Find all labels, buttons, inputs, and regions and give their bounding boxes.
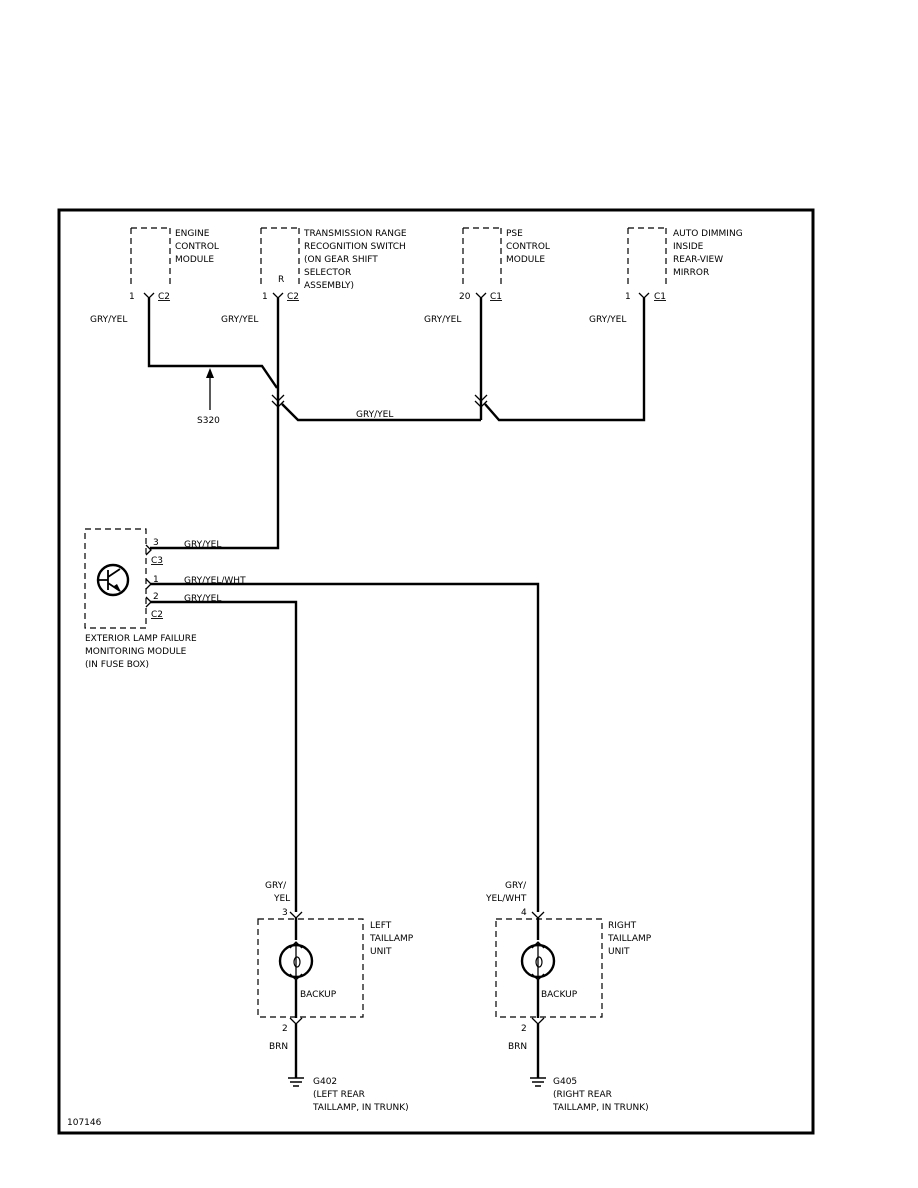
left-wire-top-line-2: YEL: [273, 894, 290, 904]
lamp-module-connector-c2: C2: [151, 610, 163, 620]
left-ground-line-1: (LEFT REAR: [313, 1090, 365, 1100]
trs-pin: 1: [262, 292, 268, 302]
left-wire-bottom: BRN: [269, 1042, 288, 1052]
right-unit-label-line-2: TAILLAMP: [607, 934, 652, 944]
ecm-connector: C2: [158, 292, 170, 302]
trs-label-line-1: TRANSMISSION RANGE: [303, 229, 407, 239]
right-pin-bottom: 2: [521, 1024, 527, 1034]
bus-wire-color: GRY/YEL: [356, 410, 393, 420]
lamp-module-pin-3: 3: [153, 538, 159, 548]
output-wiring: [150, 582, 540, 912]
right-unit-label-line-1: RIGHT: [608, 921, 637, 931]
transmission-range-switch: R TRANSMISSION RANGE RECOGNITION SWITCH …: [221, 227, 407, 325]
left-unit-label-line-2: TAILLAMP: [369, 934, 414, 944]
mirror-wire-color: GRY/YEL: [589, 315, 626, 325]
trs-wire-color: GRY/YEL: [221, 315, 258, 325]
right-taillamp-unit: GRY/ YEL/WHT 4 BACKUP RIGHT TAILLAMP UNI…: [485, 881, 652, 1113]
left-taillamp-unit: GRY/ YEL 3 BACKUP LEFT TAILLAMP UNIT 2 B…: [257, 881, 414, 1113]
left-ground-icon: [288, 1077, 304, 1087]
lamp-module-wire-1: GRY/YEL/WHT: [184, 576, 246, 586]
ecm-wire-color: GRY/YEL: [90, 315, 127, 325]
lamp-module-label-line-3: (IN FUSE BOX): [85, 660, 149, 670]
left-ground-id: G402: [313, 1077, 337, 1087]
trs-label-line-5: ASSEMBLY): [304, 281, 354, 291]
trs-inner-label: R: [278, 275, 284, 285]
pse-pin: 20: [459, 292, 471, 302]
trs-label-line-3: (ON GEAR SHIFT: [304, 255, 378, 265]
mirror-label-line-3: REAR-VIEW: [673, 255, 723, 265]
lamp-module-label-line-2: MONITORING MODULE: [85, 647, 187, 657]
right-wire-bottom: BRN: [508, 1042, 527, 1052]
pse-connector: C1: [490, 292, 502, 302]
right-pin-top: 4: [521, 908, 527, 918]
trs-connector: C2: [287, 292, 299, 302]
left-pin-bottom: 2: [282, 1024, 288, 1034]
lamp-module-pin-1: 1: [153, 575, 159, 585]
mirror-label-line-4: MIRROR: [673, 268, 709, 278]
lamp-module-connector-c3: C3: [151, 556, 163, 566]
right-bulb-icon: [520, 941, 556, 981]
splice-label: S320: [197, 416, 220, 426]
top-wiring: S320 GRY/YEL: [147, 298, 646, 550]
ecm-label-line-3: MODULE: [175, 255, 214, 265]
pse-wire-color: GRY/YEL: [424, 315, 461, 325]
pse-label-line-1: PSE: [506, 229, 523, 239]
pse-label-line-3: MODULE: [506, 255, 545, 265]
left-pin-top: 3: [282, 908, 288, 918]
left-ground-line-2: TAILLAMP, IN TRUNK): [312, 1103, 409, 1113]
trs-label-line-2: RECOGNITION SWITCH: [304, 242, 406, 252]
lamp-module-wire-3: GRY/YEL: [184, 540, 221, 550]
left-bulb-label: BACKUP: [300, 990, 337, 1000]
ecm-label-line-1: ENGINE: [175, 229, 210, 239]
pse-label-line-2: CONTROL: [506, 242, 550, 252]
ecm-label-line-2: CONTROL: [175, 242, 219, 252]
left-unit-label-line-3: UNIT: [370, 947, 392, 957]
lamp-module-label-line-1: EXTERIOR LAMP FAILURE: [85, 634, 197, 644]
right-ground-id: G405: [553, 1077, 577, 1087]
right-unit-label-line-3: UNIT: [608, 947, 630, 957]
lamp-module-pin-2: 2: [153, 592, 159, 602]
left-unit-label-line-1: LEFT: [370, 921, 392, 931]
right-ground-line-1: (RIGHT REAR: [553, 1090, 612, 1100]
right-ground-line-2: TAILLAMP, IN TRUNK): [552, 1103, 649, 1113]
right-wire-top-line-1: GRY/: [505, 881, 527, 891]
right-ground-icon: [530, 1077, 546, 1087]
mirror-label-line-2: INSIDE: [673, 242, 704, 252]
mirror-label-line-1: AUTO DIMMING: [673, 229, 743, 239]
transistor-icon: [96, 563, 130, 597]
left-wire-top-line-1: GRY/: [265, 881, 287, 891]
exterior-lamp-failure-module: 3 GRY/YEL C3 1 GRY/YEL/WHT 2 GRY/YEL C2 …: [84, 528, 246, 670]
mirror-pin: 1: [625, 292, 631, 302]
ecm-pin: 1: [129, 292, 135, 302]
pse-control-module: PSE CONTROL MODULE 20 C1 GRY/YEL: [424, 227, 550, 325]
left-bulb-icon: [278, 941, 314, 981]
auto-dimming-mirror: AUTO DIMMING INSIDE REAR-VIEW MIRROR 1 C…: [589, 227, 743, 325]
diagram-frame: [57, 208, 815, 1135]
engine-control-module: ENGINE CONTROL MODULE 1 C2 GRY/YEL: [90, 227, 219, 325]
right-wire-top-line-2: YEL/WHT: [485, 894, 527, 904]
lamp-module-wire-2: GRY/YEL: [184, 594, 221, 604]
right-bulb-label: BACKUP: [541, 990, 578, 1000]
mirror-connector: C1: [654, 292, 666, 302]
trs-label-line-4: SELECTOR: [304, 268, 351, 278]
diagram-id: 107146: [67, 1118, 102, 1128]
